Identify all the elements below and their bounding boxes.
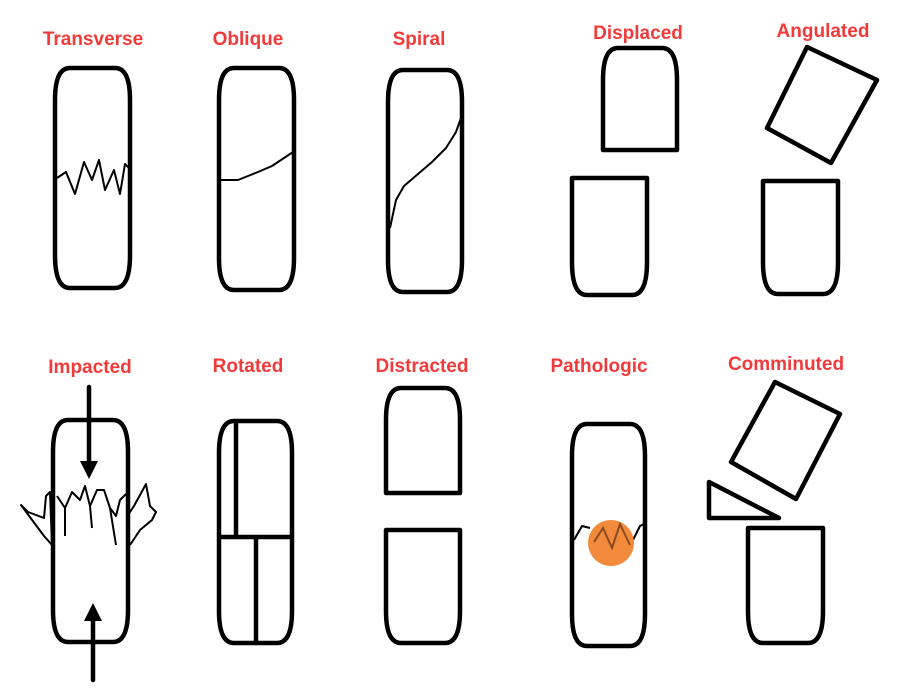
label-impacted: Impacted xyxy=(48,357,131,378)
bone-outline xyxy=(216,65,297,293)
bone-fragment-lower xyxy=(383,527,463,646)
bone-fragment-upper xyxy=(600,45,680,153)
label-displaced: Displaced xyxy=(593,23,683,44)
fracture-line xyxy=(573,525,591,541)
lesion-icon xyxy=(588,520,634,566)
transverse-fracture: Transverse xyxy=(43,29,143,291)
displaced-fracture: Displaced xyxy=(569,23,683,298)
comminuted-fracture: Comminuted xyxy=(706,354,844,646)
label-pathologic: Pathologic xyxy=(550,356,648,377)
fracture-line xyxy=(632,523,645,541)
bone-fragment-upper xyxy=(728,379,843,502)
impacted-fracture: Impacted xyxy=(20,357,157,683)
bone-outline xyxy=(216,418,295,646)
spiral-fracture: Spiral xyxy=(385,29,465,295)
bone-fragment-upper xyxy=(383,385,463,496)
label-angulated: Angulated xyxy=(777,21,870,42)
label-comminuted: Comminuted xyxy=(728,354,844,375)
label-spiral: Spiral xyxy=(393,29,446,50)
bone-outline xyxy=(569,421,648,649)
rotated-fracture: Rotated xyxy=(213,356,295,646)
oblique-fracture: Oblique xyxy=(213,29,297,293)
fracture-line xyxy=(56,159,130,195)
bone-outline xyxy=(50,417,131,645)
fracture-line xyxy=(389,117,462,229)
bone-outline xyxy=(52,65,133,291)
label-oblique: Oblique xyxy=(213,29,284,50)
bone-fragment-upper xyxy=(764,44,880,166)
label-distracted: Distracted xyxy=(376,356,469,377)
fracture-line xyxy=(20,483,157,546)
fracture-lines xyxy=(217,419,294,645)
bone-fragment-lower xyxy=(760,178,841,297)
distracted-fracture: Distracted xyxy=(376,356,469,646)
bone-fragment-lower xyxy=(745,525,826,646)
bone-fragment-lower xyxy=(569,175,650,298)
angulated-fracture: Angulated xyxy=(760,21,880,297)
lesion-fracture-line xyxy=(593,521,631,551)
label-transverse: Transverse xyxy=(43,29,143,50)
label-rotated: Rotated xyxy=(213,356,284,377)
fracture-line xyxy=(221,151,294,181)
bone-outline xyxy=(385,67,465,295)
pathologic-fracture: Pathologic xyxy=(550,356,648,649)
bone-fragment-small xyxy=(706,479,782,521)
